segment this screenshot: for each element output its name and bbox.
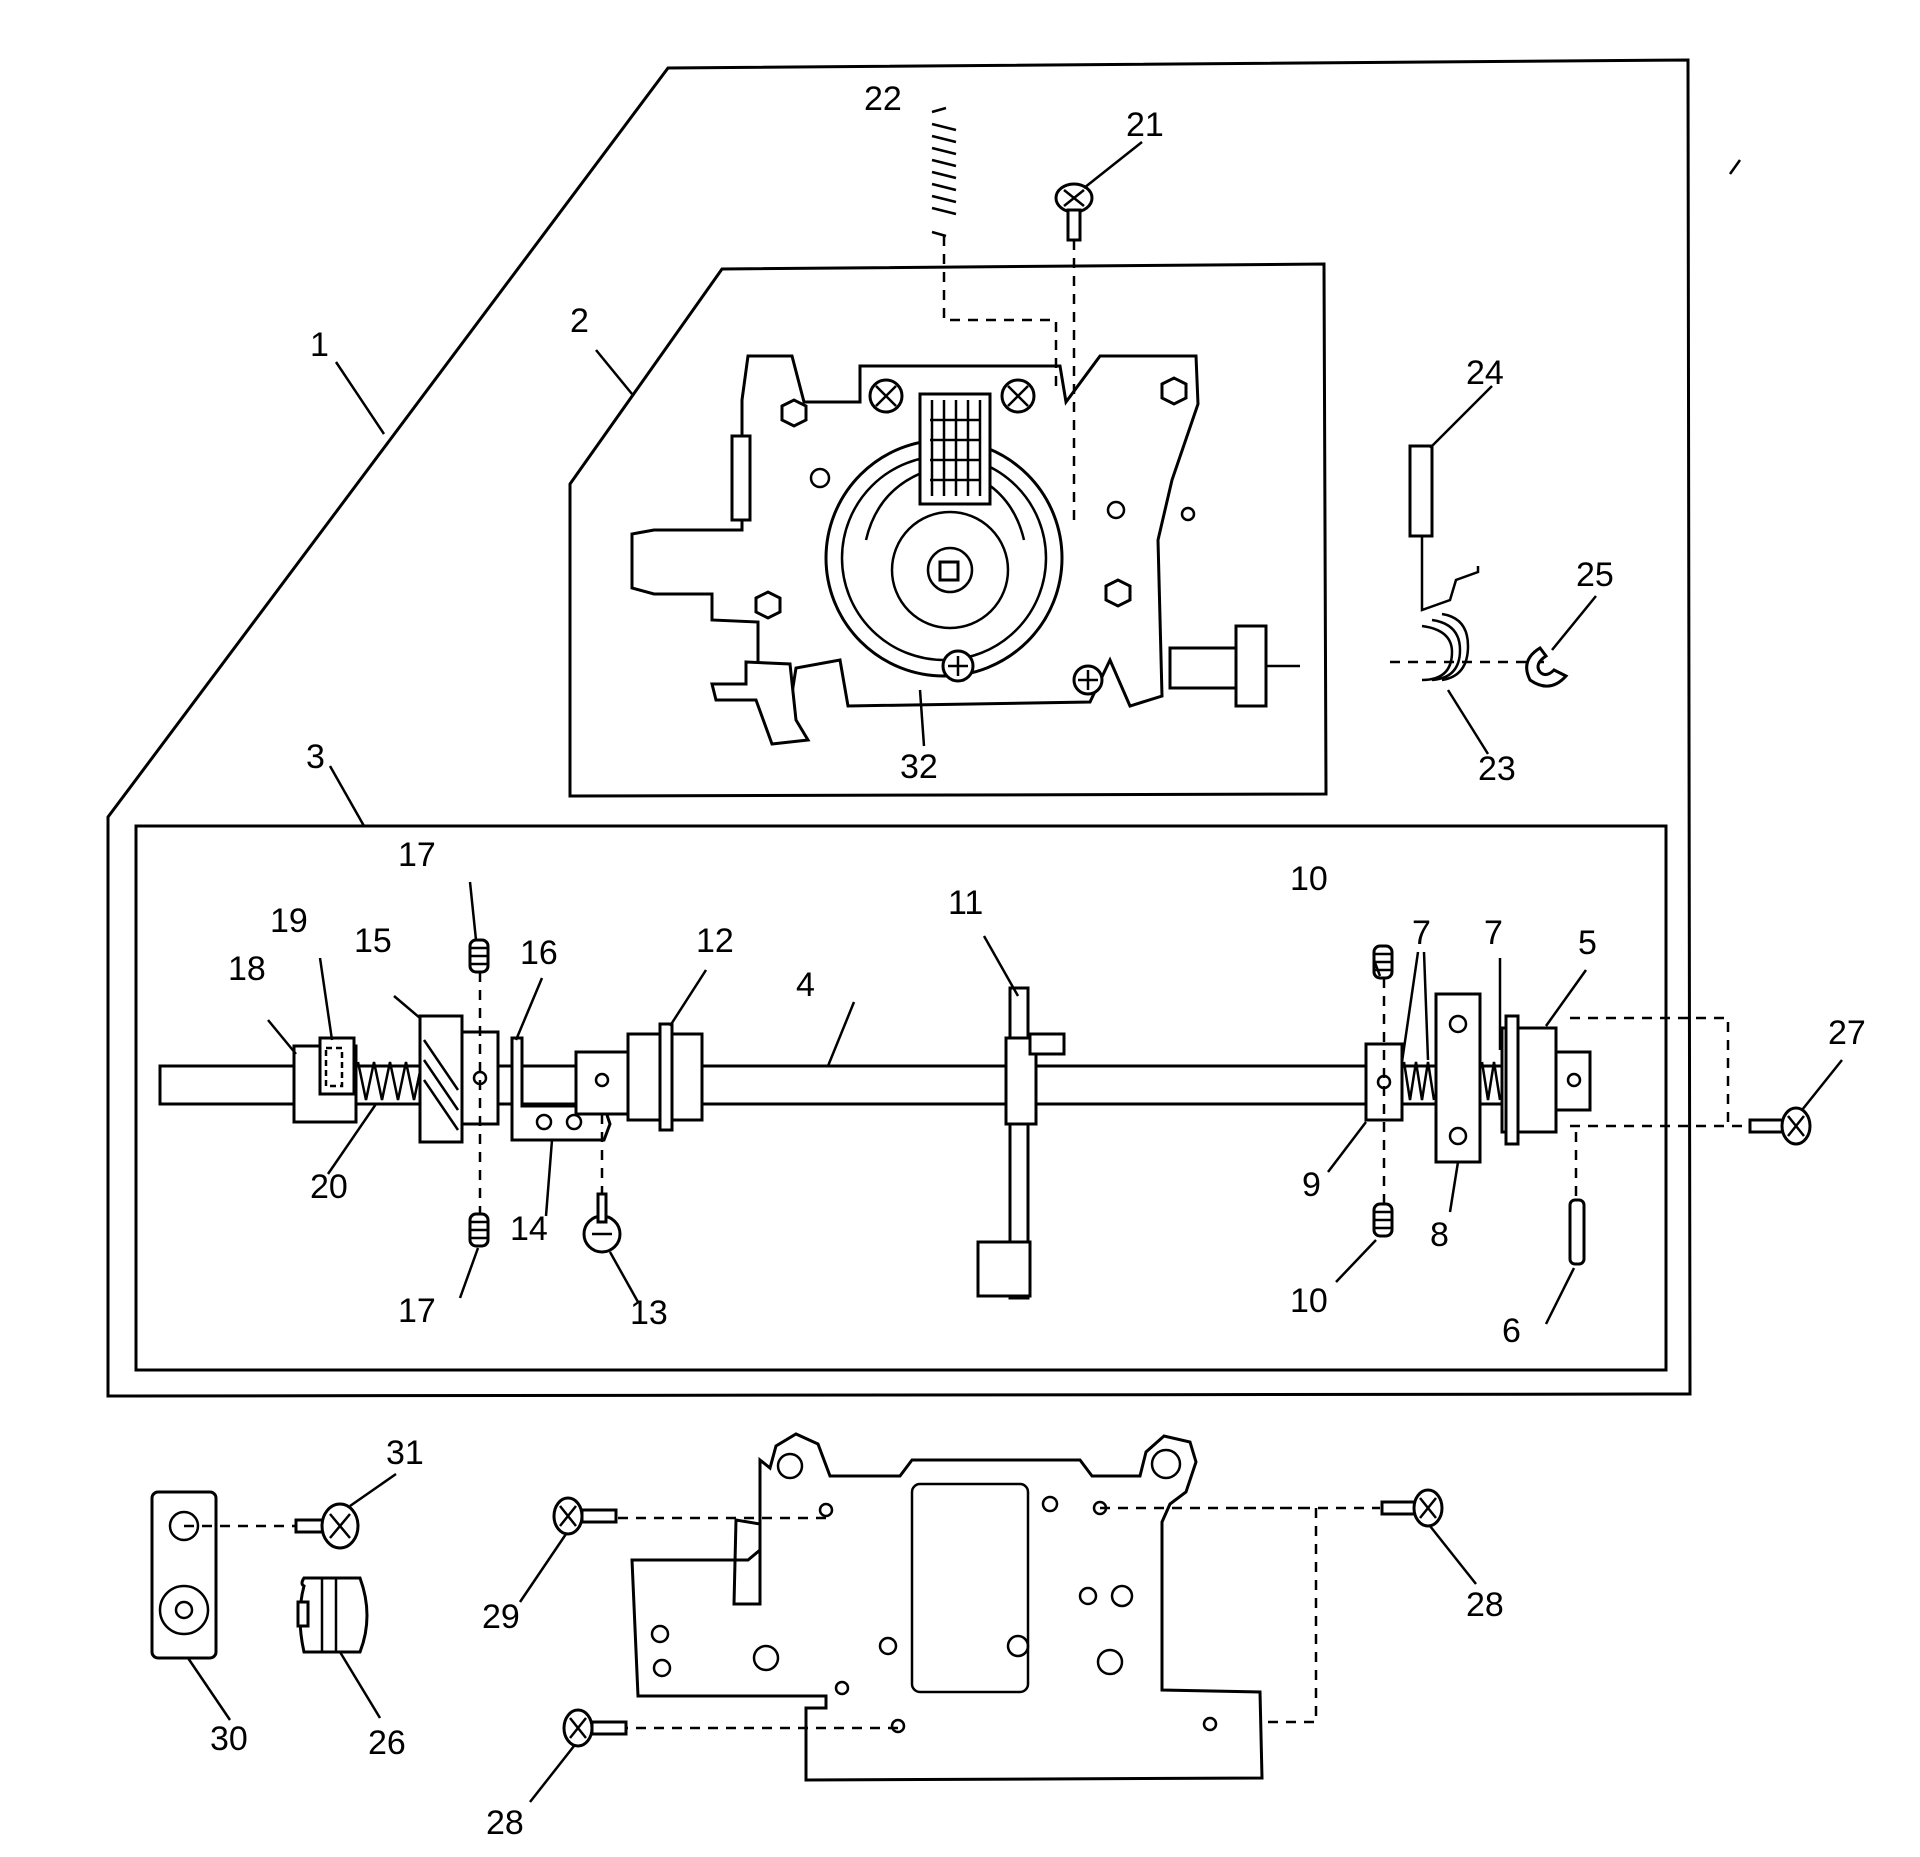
screw-27	[1570, 1016, 1812, 1146]
leader-lines	[186, 141, 1843, 1803]
pin-6	[1568, 1198, 1586, 1266]
callout-2: 2	[570, 302, 589, 340]
bushing-26	[296, 1576, 369, 1654]
screw-28-right	[1380, 1488, 1444, 1528]
callout-9: 9	[1302, 1166, 1321, 1204]
callout-10a: 10	[1290, 860, 1328, 898]
callout-8: 8	[1430, 1216, 1449, 1254]
set-screws	[468, 938, 1394, 1248]
callout-25: 25	[1576, 556, 1614, 594]
callout-6: 6	[1502, 1312, 1521, 1350]
screw-31	[294, 1502, 360, 1550]
callout-4: 4	[796, 966, 815, 1004]
e-ring-25	[1525, 646, 1569, 688]
screw-28-left	[562, 1708, 628, 1748]
callout-20: 20	[310, 1168, 348, 1206]
callout-30: 30	[210, 1720, 248, 1758]
callout-32: 32	[900, 748, 938, 786]
assembly-frame-2	[568, 262, 1328, 798]
callout-28a: 28	[1466, 1586, 1504, 1624]
callout-7b: 7	[1484, 914, 1503, 952]
callout-17a: 17	[398, 836, 436, 874]
callout-26: 26	[368, 1724, 406, 1762]
screw-21	[1054, 182, 1094, 520]
callout-10b: 10	[1290, 1282, 1328, 1320]
callout-3: 3	[306, 738, 325, 776]
callout-12: 12	[696, 922, 734, 960]
callout-19: 19	[270, 902, 308, 940]
callout-17b: 17	[398, 1292, 436, 1330]
callout-1: 1	[310, 326, 329, 364]
callouts: 1 2 3 4 5 6 7 7 8 9 10 10 11 12 13 14 15…	[210, 80, 1866, 1842]
callout-16: 16	[520, 934, 558, 972]
rotary-hook-assembly	[630, 354, 1300, 746]
callout-23: 23	[1478, 750, 1516, 788]
callout-27: 27	[1828, 1014, 1866, 1052]
screw-29	[552, 1496, 618, 1536]
callout-31: 31	[386, 1434, 424, 1472]
callout-7a: 7	[1412, 914, 1431, 952]
callout-24: 24	[1466, 354, 1504, 392]
assembly-frame-3	[134, 824, 1668, 1372]
assembly-frame-1	[106, 58, 1692, 1398]
callout-5: 5	[1578, 924, 1597, 962]
screw-13	[582, 1114, 622, 1254]
callout-29: 29	[482, 1598, 520, 1636]
plate-30	[150, 1490, 296, 1660]
callout-18: 18	[228, 950, 266, 988]
lever-24-spring-23	[1390, 444, 1544, 682]
callout-21: 21	[1126, 106, 1164, 144]
spring-22	[931, 106, 1058, 390]
base-plate	[618, 1432, 1380, 1782]
callout-13: 13	[630, 1294, 668, 1332]
lower-shaft-assembly	[158, 986, 1592, 1300]
callout-15: 15	[354, 922, 392, 960]
callout-28b: 28	[486, 1804, 524, 1842]
callout-14: 14	[510, 1210, 548, 1248]
callout-22: 22	[864, 80, 902, 118]
callout-11: 11	[948, 884, 983, 922]
